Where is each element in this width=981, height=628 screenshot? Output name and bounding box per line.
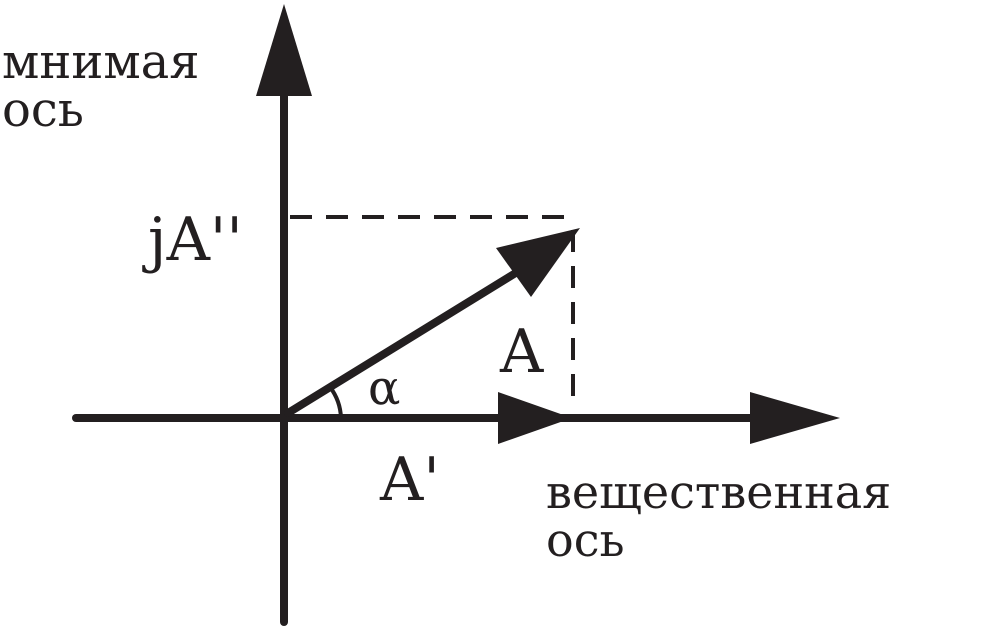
imaginary-axis-arrowhead	[256, 4, 312, 96]
angle-label: α	[368, 360, 400, 416]
real-axis-label-line1: вещественная	[546, 465, 891, 519]
imaginary-axis-label-line1: мнимая	[2, 34, 200, 90]
real-axis-label-line2: ось	[546, 513, 625, 567]
real-component-arrowhead	[498, 392, 572, 444]
real-component-label: A'	[379, 445, 440, 515]
vector-a-line	[284, 262, 531, 417]
imaginary-component-label: jA''	[142, 205, 243, 275]
angle-arc	[328, 385, 343, 419]
vector-label: A	[499, 317, 544, 387]
real-axis-arrowhead	[750, 392, 840, 444]
vector-a-arrowhead	[496, 228, 580, 297]
imaginary-axis-label-line2: ось	[2, 82, 84, 138]
